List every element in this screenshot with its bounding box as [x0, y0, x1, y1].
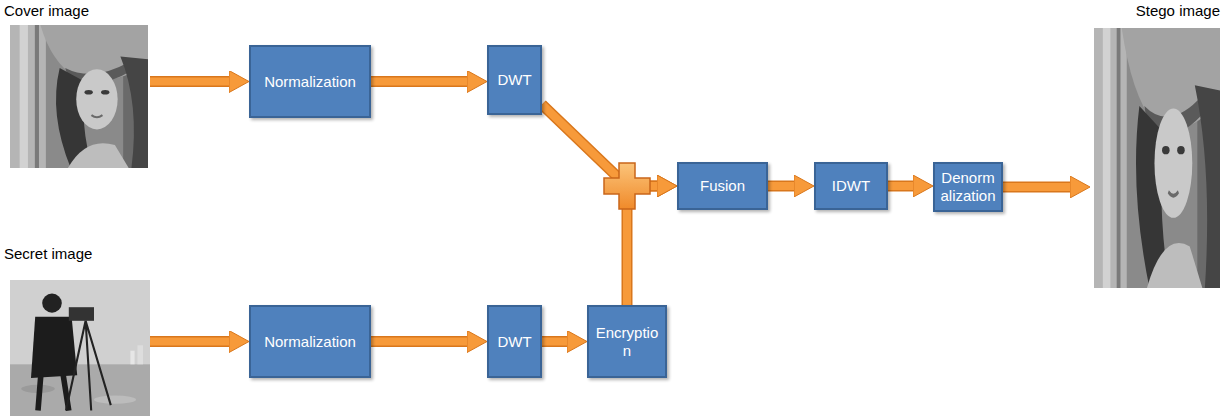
- node-label: Cover image: [4, 2, 89, 20]
- process-box: Encryptio n: [587, 305, 667, 378]
- flow-arrow: [150, 78, 229, 86]
- node-label: Normalization: [264, 333, 356, 351]
- connector-outline: [542, 105, 657, 187]
- plus-sign: [604, 163, 650, 209]
- process-box: Normalization: [249, 45, 371, 118]
- process-box: DWT: [487, 305, 542, 378]
- connector-outline: [371, 76, 467, 87]
- flow-arrow: [542, 338, 567, 346]
- node-label: Fusion: [700, 177, 745, 195]
- connector-outline: [768, 181, 794, 192]
- flow-arrow: [150, 338, 229, 346]
- connector-outline: [150, 336, 229, 347]
- image-panel: Cover image: [4, 2, 150, 170]
- node-label: Encryptio n: [593, 324, 661, 360]
- flow-arrow: [888, 182, 913, 190]
- node-label: Normalization: [264, 73, 356, 91]
- image-panel: Secret image: [4, 245, 150, 417]
- image-panel: Stego image: [1090, 2, 1220, 290]
- flow-arrow: [768, 182, 794, 190]
- connector-outline: [371, 336, 467, 347]
- node-label: Secret image: [4, 245, 92, 263]
- connector-outline: [888, 181, 913, 192]
- process-box: Normalization: [249, 305, 371, 378]
- node-label: DWT: [497, 333, 531, 351]
- secret-photo: [10, 280, 150, 416]
- flow-arrow: [371, 338, 467, 346]
- process-box: DWT: [487, 45, 542, 115]
- process-box: Fusion: [677, 162, 768, 210]
- node-label: Denorm alization: [939, 169, 997, 205]
- cover-photo: [10, 25, 148, 168]
- flow-arrow: [1003, 183, 1070, 191]
- connector-outline: [542, 336, 567, 347]
- connector-outline: [150, 76, 229, 87]
- process-box: IDWT: [814, 162, 888, 210]
- process-box: Denorm alization: [933, 162, 1003, 212]
- flow-arrow: [371, 78, 467, 86]
- stego-photo: [1094, 28, 1220, 288]
- node-label: IDWT: [832, 177, 870, 195]
- connector-outline: [1003, 182, 1070, 193]
- node-label: DWT: [497, 71, 531, 89]
- flow-arrow: [542, 105, 657, 187]
- node-label: Stego image: [1136, 2, 1220, 20]
